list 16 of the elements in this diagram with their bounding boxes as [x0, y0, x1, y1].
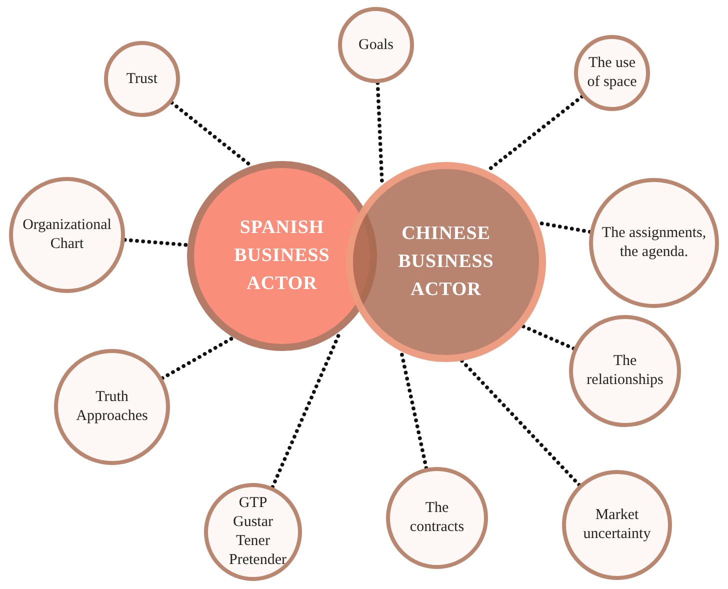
actor-label: SPANISH BUSINESS ACTOR	[233, 216, 331, 296]
topic-label: The contracts	[408, 499, 466, 537]
actor-label: CHINESE BUSINESS ACTOR	[397, 222, 495, 302]
dotted-connector	[160, 336, 236, 380]
topic-label: The use of space	[586, 54, 638, 92]
topic-label: Goals	[358, 36, 394, 54]
topic-label: The assignments, the agenda.	[600, 224, 708, 262]
dotted-connector	[520, 324, 576, 350]
topic-label: Market uncertainty	[582, 506, 652, 544]
topic-label: The relationships	[586, 352, 664, 390]
topic-label: GTP Gustar Tener Pretender	[228, 494, 285, 570]
dotted-connector	[460, 358, 582, 487]
topic-label: Organizational Chart	[22, 216, 112, 254]
topic-label: Trust	[125, 70, 159, 88]
topic-label: Truth Approaches	[75, 388, 149, 426]
dotted-connector	[122, 238, 190, 247]
